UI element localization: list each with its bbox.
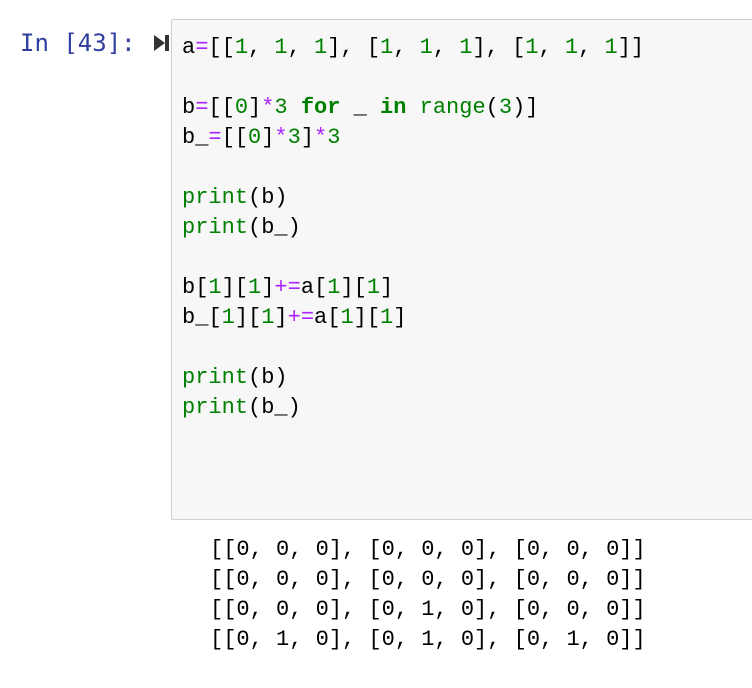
code-blank-line (182, 153, 644, 183)
code-blank-line (182, 63, 644, 93)
output-line: [[0, 0, 0], [0, 0, 0], [0, 0, 0]] (210, 567, 646, 592)
code-line: a=[[1, 1, 1], [1, 1, 1], [1, 1, 1]] (182, 35, 645, 60)
code-line: print(b_) (182, 395, 301, 420)
code-line: print(b_) (182, 215, 301, 240)
code-line: print(b) (182, 185, 288, 210)
code-blank-line (182, 333, 644, 363)
input-prompt: In [43]: (20, 29, 136, 57)
code-line: b_=[[0]*3]*3 (182, 125, 341, 150)
output-line: [[0, 0, 0], [0, 1, 0], [0, 0, 0]] (210, 597, 646, 622)
run-cell-icon[interactable] (153, 33, 171, 53)
code-blank-line (182, 243, 644, 273)
code-cell-input[interactable] (171, 19, 752, 520)
code-line: b[1][1]+=a[1][1] (182, 275, 394, 300)
code-editor[interactable]: a=[[1, 1, 1], [1, 1, 1], [1, 1, 1]] b=[[… (182, 33, 644, 423)
cell-output: [[0, 0, 0], [0, 0, 0], [0, 0, 0]] [[0, 0,… (210, 535, 646, 655)
code-line: b_[1][1]+=a[1][1] (182, 305, 407, 330)
code-line: b=[[0]*3 for _ in range(3)] (182, 95, 539, 120)
code-line: print(b) (182, 365, 288, 390)
output-line: [[0, 0, 0], [0, 0, 0], [0, 0, 0]] (210, 537, 646, 562)
output-line: [[0, 1, 0], [0, 1, 0], [0, 1, 0]] (210, 627, 646, 652)
